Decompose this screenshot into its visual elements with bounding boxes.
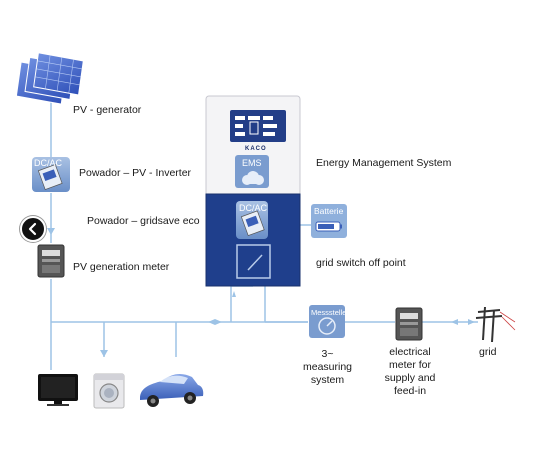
battery-label: Batterie: [314, 206, 344, 216]
chevron-left-icon: [28, 222, 37, 236]
messstelle-label: Messstelle: [311, 308, 347, 317]
dcac-inverter-icon: [32, 157, 70, 192]
battery-icon: [311, 204, 347, 238]
gridsave-label: Powador – gridsave eco: [87, 215, 200, 227]
inverter-label: Powador – PV - Inverter: [79, 167, 192, 179]
electrical-meter-icon: [395, 307, 423, 341]
dcac-top-label: DC/AC: [34, 158, 63, 168]
pv-generation-meter-icon: [37, 244, 65, 278]
measuring-line-1: 3~: [321, 348, 334, 360]
electrical-meter-line-3: supply and: [384, 372, 436, 384]
kaco-cabinet: [205, 95, 301, 287]
flow-arrows: [47, 228, 475, 357]
television-icon: [38, 374, 78, 406]
electrical-meter-line-4: feed-in: [393, 385, 427, 397]
washing-machine-icon: [93, 373, 125, 409]
dcac-gridsave-label: DC/AC: [239, 203, 268, 213]
electrical-meter-line-2: meter for: [388, 359, 431, 371]
pv-generator-label: PV - generator: [73, 104, 142, 116]
ems-system-label: Energy Management System: [316, 157, 452, 169]
grid-switch-label: grid switch off point: [316, 257, 406, 269]
electric-car-icon: [140, 373, 204, 407]
electrical-meter-line-1: electrical: [389, 346, 431, 358]
pv-meter-label: PV generation meter: [73, 261, 170, 273]
previous-arrow-button[interactable]: [20, 216, 46, 242]
measuring-system-label: 3~ measuring system: [300, 348, 355, 387]
power-pylon-icon: [475, 306, 516, 343]
solar-panel-icon: [15, 52, 84, 105]
measuring-line-2: measuring: [302, 361, 353, 373]
messstelle-icon: [309, 305, 345, 338]
cloud-gear-icon: [242, 171, 264, 185]
grid-label: grid: [479, 346, 497, 358]
measuring-line-3: system: [310, 374, 345, 386]
ems-label: EMS: [242, 158, 262, 168]
kaco-brand-logo: KACO: [245, 146, 267, 152]
electrical-meter-label: electrical meter for supply and feed-in: [380, 346, 440, 398]
